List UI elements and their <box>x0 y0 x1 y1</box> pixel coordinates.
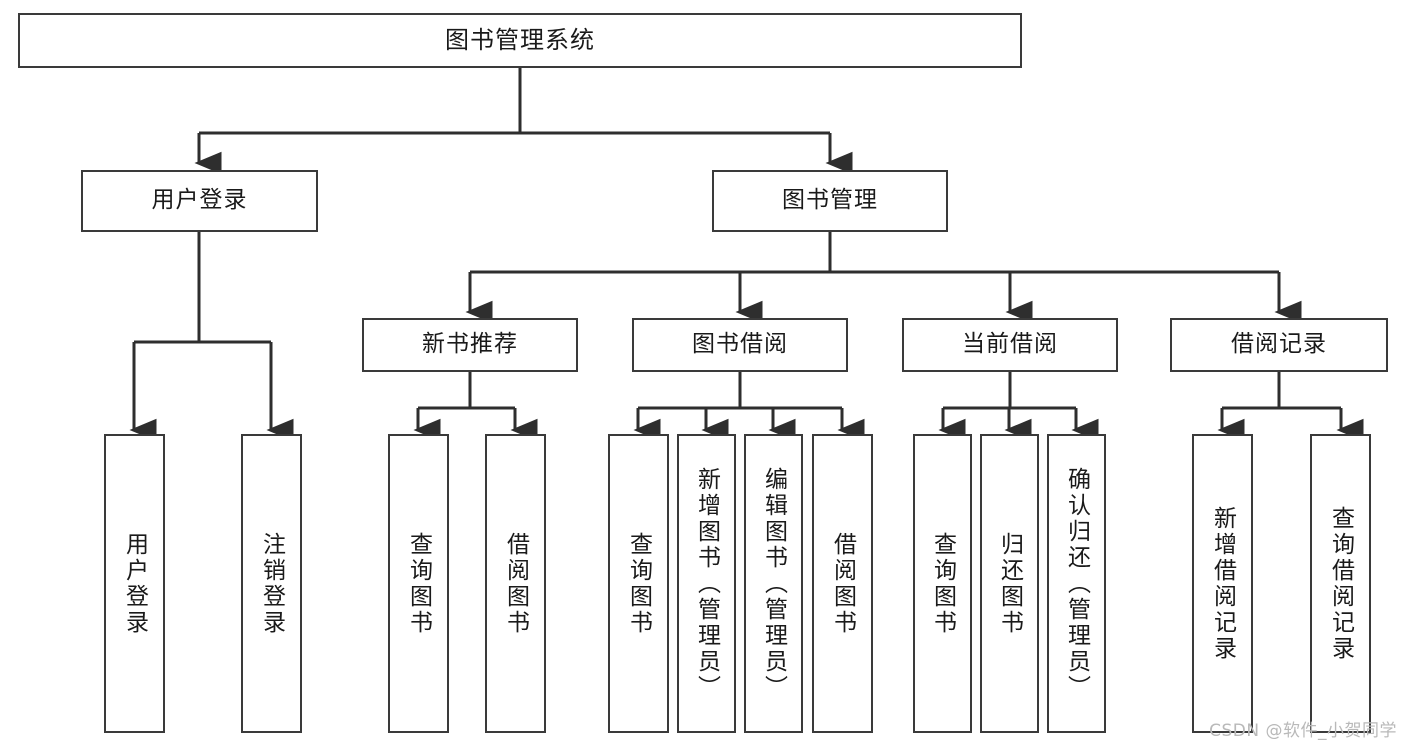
node-label: 查询借阅记录 <box>1327 505 1354 662</box>
leaf-borrow-query-book[interactable]: 查询图书 <box>608 434 669 733</box>
leaf-record-query-record[interactable]: 查询借阅记录 <box>1310 434 1371 733</box>
node-label: 图书借阅 <box>692 331 788 358</box>
leaf-current-return-book[interactable]: 归还图书 <box>980 434 1039 733</box>
node-label: 用户登录 <box>121 531 148 636</box>
node-label: 新增图书（管理员） <box>693 466 720 701</box>
node-label: 确认归还（管理员） <box>1063 466 1090 701</box>
node-label: 注销登录 <box>258 531 285 636</box>
node-label: 归还图书 <box>996 531 1023 636</box>
node-root-system[interactable]: 图书管理系统 <box>18 13 1022 68</box>
leaf-user-login-signin[interactable]: 用户登录 <box>104 434 165 733</box>
node-label: 当前借阅 <box>962 331 1058 358</box>
node-label: 图书管理系统 <box>445 26 595 55</box>
leaf-recommend-query-book[interactable]: 查询图书 <box>388 434 449 733</box>
node-label: 用户登录 <box>151 187 248 214</box>
node-label: 查询图书 <box>405 531 432 636</box>
node-label: 借阅图书 <box>502 531 529 636</box>
leaf-recommend-borrow-book[interactable]: 借阅图书 <box>485 434 546 733</box>
leaf-borrow-add-book[interactable]: 新增图书（管理员） <box>677 434 736 733</box>
node-label: 编辑图书（管理员） <box>760 466 787 701</box>
leaf-record-add-record[interactable]: 新增借阅记录 <box>1192 434 1253 733</box>
node-label: 查询图书 <box>929 531 956 636</box>
node-label: 图书管理 <box>782 187 878 214</box>
leaf-borrow-edit-book[interactable]: 编辑图书（管理员） <box>744 434 803 733</box>
node-book-borrow[interactable]: 图书借阅 <box>632 318 848 372</box>
node-user-login[interactable]: 用户登录 <box>81 170 318 232</box>
leaf-current-query-book[interactable]: 查询图书 <box>913 434 972 733</box>
leaf-user-login-signout[interactable]: 注销登录 <box>241 434 302 733</box>
node-label: 新增借阅记录 <box>1209 505 1236 662</box>
node-label: 查询图书 <box>625 531 652 636</box>
watermark: CSDN @软件_小贺同学 <box>1209 721 1397 741</box>
leaf-borrow-borrow-book[interactable]: 借阅图书 <box>812 434 873 733</box>
node-label: 借阅图书 <box>829 531 856 636</box>
node-label: 借阅记录 <box>1231 331 1327 358</box>
node-book-management[interactable]: 图书管理 <box>712 170 948 232</box>
node-label: 新书推荐 <box>422 331 518 358</box>
node-borrow-record[interactable]: 借阅记录 <box>1170 318 1388 372</box>
node-current-borrow[interactable]: 当前借阅 <box>902 318 1118 372</box>
leaf-current-confirm-return[interactable]: 确认归还（管理员） <box>1047 434 1106 733</box>
node-new-book-recommend[interactable]: 新书推荐 <box>362 318 578 372</box>
